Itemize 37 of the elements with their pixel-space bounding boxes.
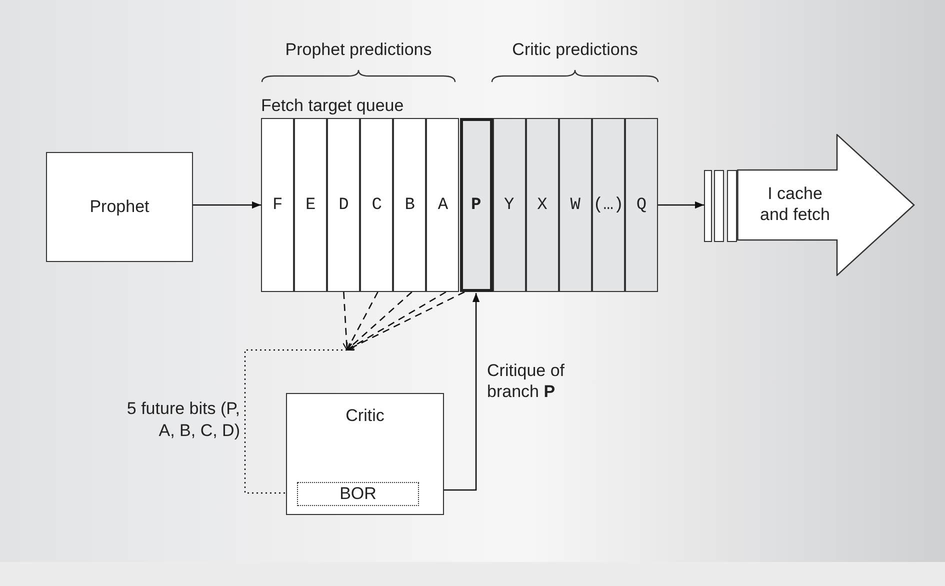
queue-cell: Q (624, 118, 658, 292)
box-label: BOR (340, 484, 376, 504)
queue-cell: B (393, 118, 426, 292)
queue-heading: Fetch target queue (261, 96, 404, 116)
queue-cell: X (526, 118, 559, 292)
queue-cell: P (460, 118, 493, 292)
queue-cell: E (294, 118, 328, 292)
queue-cell: A (426, 118, 460, 292)
queue (261, 96, 658, 292)
dashed-arrow (346, 291, 446, 351)
queue-cell: W (558, 118, 592, 292)
process-box (46, 152, 193, 262)
dashed-arrow (346, 291, 465, 351)
box-label: Prophet (90, 197, 150, 217)
buffer-bar (714, 170, 724, 242)
queue-cell: D (327, 118, 360, 292)
queue-cell: (…) (592, 118, 625, 292)
edge-label: Critique of branch P (487, 360, 566, 402)
queue-cell: C (360, 118, 394, 292)
dashed-arrow (346, 292, 378, 351)
arrow (444, 293, 480, 491)
buffer-bar (727, 170, 737, 242)
arrow-label: I cache and fetch (759, 183, 831, 225)
group-label: Prophet predictions (284, 40, 433, 60)
box-label: Critic (346, 406, 384, 426)
queue-cell: Y (492, 118, 526, 292)
dashed-arrow (342, 292, 351, 351)
block-arrow (737, 134, 915, 276)
queue-cell: F (261, 118, 294, 292)
register-box (297, 482, 419, 506)
group-label: Critic predictions (511, 40, 639, 60)
process-box (286, 393, 444, 515)
buffer-bar (704, 170, 712, 242)
arrow (658, 201, 704, 209)
arrow (193, 201, 261, 209)
annotation-text: 5 future bits (P, A, B, C, D) (126, 398, 240, 442)
dashed-arrow (346, 292, 412, 351)
